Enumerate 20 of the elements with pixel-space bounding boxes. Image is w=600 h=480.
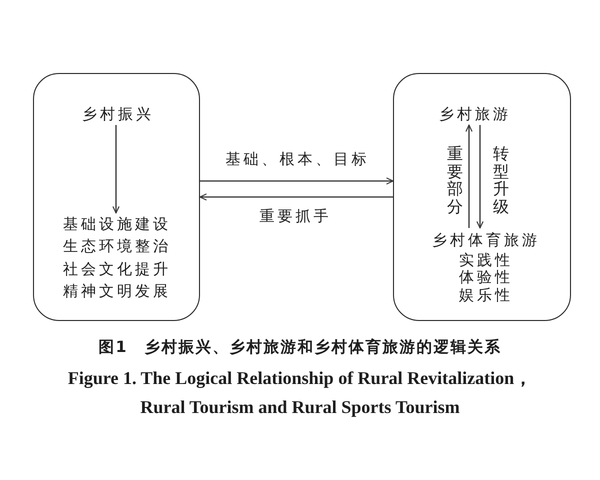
rounded-panel bbox=[33, 73, 200, 321]
trait-text: 体验性 bbox=[458, 269, 514, 286]
arrow bbox=[199, 193, 393, 201]
arrow bbox=[476, 125, 484, 229]
arrow bbox=[112, 125, 120, 214]
edge-label: 转型升级 bbox=[493, 145, 509, 216]
arrow bbox=[200, 177, 394, 185]
heading-text: 乡村体育旅游 bbox=[431, 230, 541, 250]
trait-text: 实践性 bbox=[458, 252, 514, 269]
item-text: 生态环境整治 bbox=[62, 236, 172, 257]
item-text: 基础设施建设 bbox=[62, 214, 172, 234]
item-text: 社会文化提升 bbox=[62, 258, 172, 280]
edge-label: 重要部分 bbox=[447, 145, 463, 216]
caption-text: 图1 乡村振兴、乡村旅游和乡村体育旅游的逻辑关系 bbox=[98, 337, 502, 358]
heading-text: 乡村旅游 bbox=[436, 102, 512, 124]
heading-text: 乡村振兴 bbox=[78, 102, 154, 124]
trait-text: 娱乐性 bbox=[458, 286, 514, 304]
arrow bbox=[465, 124, 473, 228]
caption-text: Figure 1. The Logical Relationship of Rural Revitalization， Rural Tourism and Rural Sports Tourism bbox=[66, 367, 534, 419]
item-text: 精神文明发展 bbox=[62, 281, 172, 302]
